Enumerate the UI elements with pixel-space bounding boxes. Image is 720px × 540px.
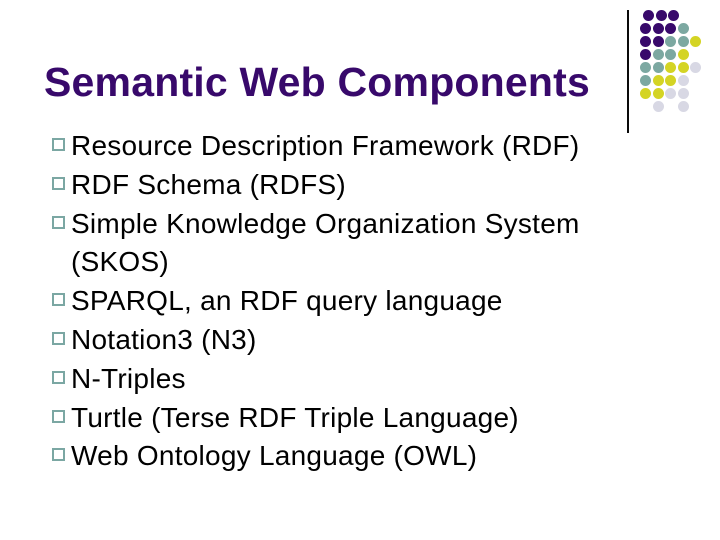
vertical-divider-line bbox=[627, 10, 629, 133]
decor-dot-purple bbox=[665, 22, 676, 34]
bullet-square-icon bbox=[52, 448, 65, 462]
decor-dot-yellow bbox=[690, 35, 701, 47]
bullet-square-icon bbox=[52, 176, 65, 190]
decor-dot-yellow bbox=[640, 88, 651, 100]
decor-dot-yellow bbox=[665, 75, 676, 86]
decor-dot-purple bbox=[652, 35, 664, 47]
bullet-square-icon bbox=[52, 409, 65, 423]
decor-dot-teal bbox=[652, 61, 664, 73]
list-item: SPARQL, an RDF query language bbox=[52, 282, 600, 321]
list-item: Turtle (Terse RDF Triple Language) bbox=[52, 399, 600, 438]
decor-dot-lavender bbox=[665, 88, 676, 100]
decor-dot-purple bbox=[640, 22, 651, 34]
slide-title: Semantic Web Components bbox=[44, 59, 591, 105]
decor-dot-yellow bbox=[652, 75, 664, 86]
decor-dot-yellow bbox=[677, 48, 689, 60]
decor-dot-purple bbox=[643, 9, 654, 21]
decor-dot-lavender bbox=[677, 75, 689, 86]
decor-dot-lavender bbox=[690, 61, 701, 73]
list-item: Web Ontology Language (OWL) bbox=[52, 437, 600, 476]
bullet-text: Notation3 (N3) bbox=[71, 323, 257, 355]
bullet-text: SPARQL, an RDF query language bbox=[71, 285, 503, 317]
decor-dot-lavender bbox=[652, 101, 664, 113]
decor-dot-yellow bbox=[652, 88, 664, 100]
decor-dot-purple bbox=[655, 9, 667, 21]
decor-dot-lavender bbox=[677, 101, 689, 113]
decor-dot-purple bbox=[640, 35, 651, 47]
decor-dot-purple bbox=[668, 9, 679, 21]
list-item: RDF Schema (RDFS) bbox=[52, 166, 600, 205]
decor-dot-teal bbox=[677, 35, 689, 47]
list-item: Simple Knowledge Organization System (SK… bbox=[52, 205, 600, 283]
decor-dot-purple bbox=[640, 48, 651, 60]
decor-dot-teal bbox=[652, 48, 664, 60]
bullet-text: Web Ontology Language (OWL) bbox=[71, 440, 478, 472]
bullet-square-icon bbox=[52, 331, 65, 345]
decor-dot-lavender bbox=[677, 88, 689, 100]
decor-dot-teal bbox=[665, 35, 676, 47]
list-item: Notation3 (N3) bbox=[52, 321, 600, 360]
bullet-square-icon bbox=[52, 215, 65, 229]
bullet-list: Resource Description Framework (RDF) RDF … bbox=[52, 127, 600, 476]
bullet-square-icon bbox=[52, 370, 65, 384]
list-item: N-Triples bbox=[52, 360, 600, 399]
decor-dot-yellow bbox=[665, 61, 676, 73]
bullet-square-icon bbox=[52, 293, 65, 307]
decor-dot-teal bbox=[640, 61, 651, 73]
bullet-text: Simple Knowledge Organization System (SK… bbox=[71, 207, 580, 278]
bullet-text: N-Triples bbox=[71, 362, 186, 394]
decor-dot-teal bbox=[665, 48, 676, 60]
bullet-square-icon bbox=[52, 138, 65, 151]
bullet-text: Turtle (Terse RDF Triple Language) bbox=[71, 401, 519, 433]
list-item: Resource Description Framework (RDF) bbox=[52, 127, 600, 166]
bullet-text: Resource Description Framework (RDF) bbox=[71, 130, 580, 161]
bullet-text: RDF Schema (RDFS) bbox=[71, 168, 346, 200]
decor-dot-yellow bbox=[677, 61, 689, 73]
decor-dot-teal bbox=[640, 75, 651, 86]
decor-dot-teal bbox=[677, 22, 689, 34]
decor-dot-purple bbox=[652, 22, 664, 34]
